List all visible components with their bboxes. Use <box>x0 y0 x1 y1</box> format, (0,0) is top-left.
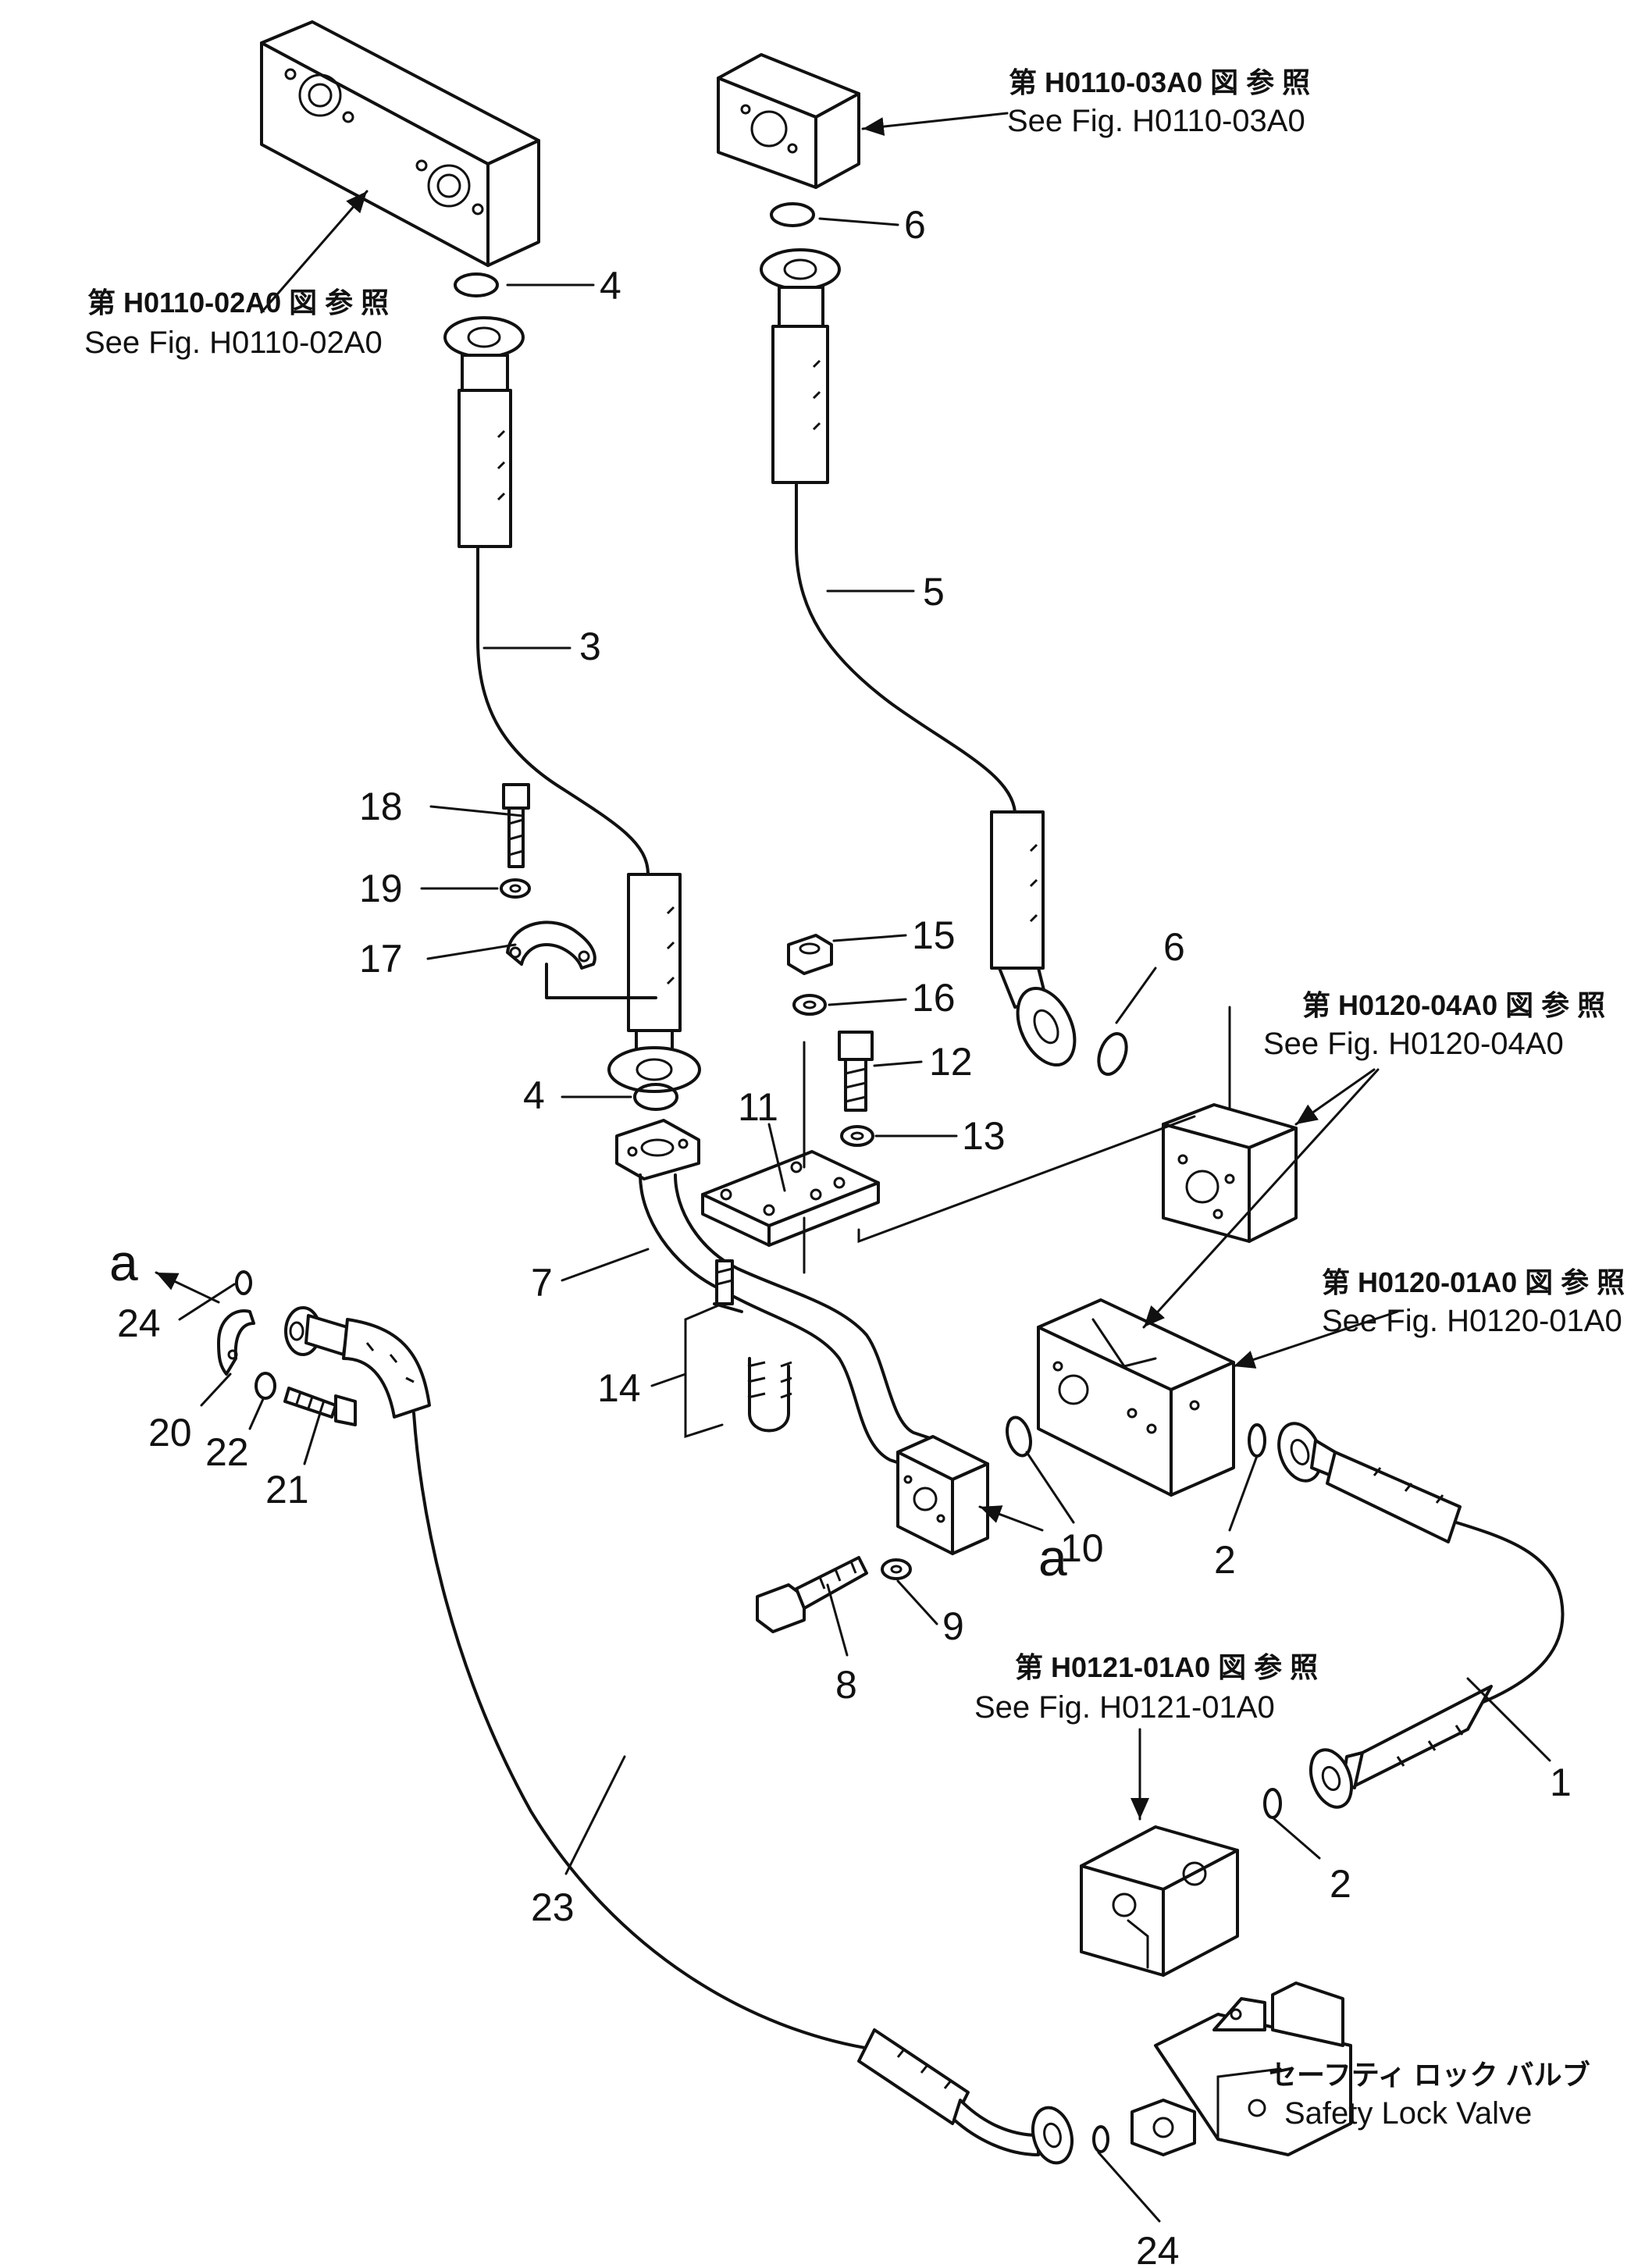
label-3: 3 <box>579 625 601 668</box>
label-21: 21 <box>265 1468 309 1511</box>
valve-block-h0120-01 <box>1037 1298 1235 1497</box>
label-10: 10 <box>1060 1526 1104 1570</box>
washer-13 <box>840 1125 874 1147</box>
svg-text:Safety Lock Valve: Safety Lock Valve <box>1284 2096 1532 2131</box>
label-17: 17 <box>359 937 403 981</box>
label-5: 5 <box>923 570 945 614</box>
bolt-21 <box>283 1387 357 1426</box>
svg-text:See Fig. H0120-01A0: See Fig. H0120-01A0 <box>1322 1304 1622 1338</box>
plate-11 <box>701 1041 880 1274</box>
hose-3 <box>443 316 701 1093</box>
label-2-upper: 2 <box>1214 1538 1236 1582</box>
bolt-18 <box>502 783 530 868</box>
label-24-upper: 24 <box>117 1301 161 1345</box>
label-20: 20 <box>148 1411 192 1454</box>
hose-23 <box>284 1306 1074 2165</box>
svg-text:See Fig. H0110-02A0: See Fig. H0110-02A0 <box>84 326 383 360</box>
label-15: 15 <box>912 913 956 957</box>
label-6-top: 6 <box>904 203 926 247</box>
o-ring-10 <box>1006 1415 1032 1458</box>
reference-h0120-04a0: 第 H0120-04A0 図 参 照 See Fig. H0120-04A0 <box>1263 989 1605 1061</box>
svg-text:第 H0121-01A0 図 参 照: 第 H0121-01A0 図 参 照 <box>1015 1651 1318 1683</box>
o-ring-4-middle <box>633 1083 678 1111</box>
label-11: 11 <box>738 1085 778 1129</box>
washer-16 <box>792 994 827 1016</box>
svg-text:See Fig. H0120-04A0: See Fig. H0120-04A0 <box>1263 1027 1564 1061</box>
label-13: 13 <box>962 1114 1006 1158</box>
svg-text:第 H0120-04A0 図 参 照: 第 H0120-04A0 図 参 照 <box>1302 989 1605 1021</box>
hose-1 <box>1277 1422 1565 1809</box>
svg-text:第 H0110-02A0 図 参 照: 第 H0110-02A0 図 参 照 <box>87 287 389 319</box>
o-ring-2-upper <box>1248 1423 1266 1458</box>
o-ring-2-lower <box>1263 1788 1282 1819</box>
label-23: 23 <box>531 1885 575 1929</box>
pump-block-left <box>260 20 540 267</box>
marker-a-right: a <box>1038 1529 1067 1586</box>
bolt-8 <box>756 1556 868 1633</box>
svg-text:第 H0110-03A0 図 参 照: 第 H0110-03A0 図 参 照 <box>1009 66 1310 98</box>
clamp-17 <box>506 920 657 999</box>
reference-arrows <box>155 112 1399 1821</box>
label-1: 1 <box>1550 1761 1572 1804</box>
svg-text:See Fig. H0110-03A0: See Fig. H0110-03A0 <box>1007 104 1305 138</box>
label-16: 16 <box>912 976 956 1020</box>
label-9: 9 <box>942 1604 964 1648</box>
label-7: 7 <box>531 1261 553 1305</box>
label-2-lower: 2 <box>1330 1862 1351 1906</box>
label-4-top: 4 <box>600 264 621 308</box>
tube-7 <box>615 1119 938 1469</box>
pump-block-right <box>717 53 860 189</box>
marker-a-left: a <box>109 1234 138 1291</box>
o-ring-24-upper <box>235 1270 252 1295</box>
label-8: 8 <box>835 1663 857 1707</box>
clamp-20 <box>217 1309 255 1376</box>
label-19: 19 <box>359 867 403 910</box>
label-14: 14 <box>597 1366 641 1410</box>
o-ring-24-lower <box>1092 2125 1109 2153</box>
safety-lock-valve <box>1130 1981 1352 2156</box>
part-number-labels: 4 6 3 5 18 19 17 4 15 16 12 13 11 6 7 14… <box>117 203 1572 2268</box>
leader-lines <box>178 217 1551 2223</box>
o-ring-6-middle <box>1097 1032 1128 1076</box>
hose-5 <box>760 248 1077 1067</box>
reference-h0121-01a0: 第 H0121-01A0 図 参 照 See Fig. H0121-01A0 <box>974 1651 1318 1725</box>
reference-h0110-02a0: 第 H0110-02A0 図 参 照 See Fig. H0110-02A0 <box>84 287 389 360</box>
safety-lock-valve-label: セーフティ ロック バルブ Safety Lock Valve <box>1269 2059 1590 2131</box>
svg-text:セーフティ ロック バルブ: セーフティ ロック バルブ <box>1269 2059 1590 2091</box>
svg-text:See Fig. H0121-01A0: See Fig. H0121-01A0 <box>974 1690 1275 1725</box>
reference-h0120-01a0: 第 H0120-01A0 図 参 照 See Fig. H0120-01A0 <box>1322 1266 1625 1338</box>
label-12: 12 <box>929 1040 973 1084</box>
valve-block-h0120-04 <box>1162 1103 1298 1243</box>
label-24-lower: 24 <box>1136 2229 1180 2268</box>
bolt-12 <box>838 1031 874 1112</box>
o-ring-6-top <box>770 202 815 227</box>
guide-line-plate <box>857 1115 1196 1244</box>
washer-9 <box>881 1558 912 1580</box>
valve-block-h0121-01 <box>1080 1825 1239 1977</box>
label-18: 18 <box>359 785 403 828</box>
o-ring-4-top <box>454 272 499 297</box>
svg-text:第 H0120-01A0 図 参 照: 第 H0120-01A0 図 参 照 <box>1322 1266 1625 1298</box>
label-4-middle: 4 <box>523 1073 545 1117</box>
label-22: 22 <box>205 1430 249 1474</box>
washer-22 <box>255 1372 276 1400</box>
nut-15 <box>787 934 833 975</box>
washer-19 <box>500 878 531 899</box>
label-6-middle: 6 <box>1163 925 1185 969</box>
reference-h0110-03a0: 第 H0110-03A0 図 参 照 See Fig. H0110-03A0 <box>1007 66 1310 138</box>
junction-block <box>896 1435 989 1555</box>
u-bolt-14 <box>684 1259 792 1439</box>
